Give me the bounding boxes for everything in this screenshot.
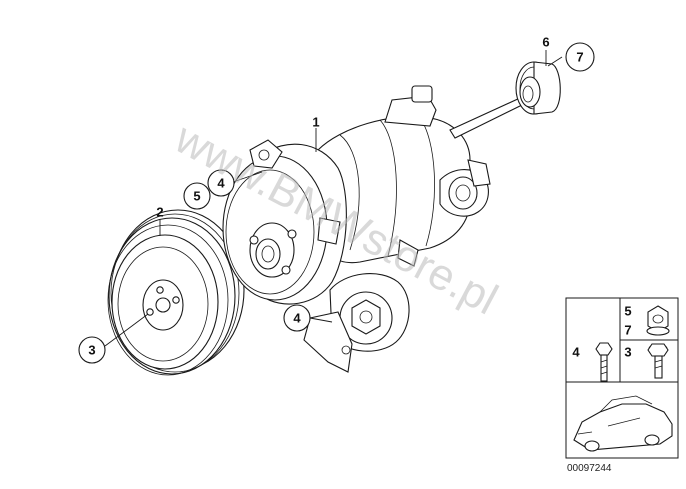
callout-number-pump: 1 — [312, 115, 319, 130]
callout-number-pulley: 2 — [156, 205, 163, 220]
bolt-4-icon — [595, 342, 613, 382]
callout-2: 2 — [156, 205, 163, 220]
callout-number-pulley-bolt: 3 — [88, 343, 95, 358]
callout-1: 1 — [312, 115, 319, 130]
callout-4-upper: 4 — [207, 169, 235, 197]
reservoir-cap — [515, 61, 561, 115]
callout-number-bracket-bolt-upper: 4 — [217, 176, 225, 191]
callout-number-bracket-bolt-lower: 4 — [293, 311, 301, 326]
legend-number-bolt-3: 3 — [624, 345, 631, 360]
hex-nut-icon — [646, 305, 670, 336]
car-thumbnail — [573, 395, 673, 452]
legend-number-nut-7: 7 — [624, 323, 631, 338]
leader-lines — [104, 50, 563, 347]
callout-4-lower: 4 — [283, 304, 311, 332]
bolt-3-icon — [647, 343, 669, 379]
callout-number-washer: 7 — [576, 50, 583, 65]
pulley — [107, 209, 245, 376]
document-number: 00097244 — [567, 463, 612, 474]
power-steering-pump — [222, 85, 525, 373]
callout-number-cap: 6 — [542, 35, 549, 50]
callout-6: 6 — [542, 35, 549, 50]
callout-3: 3 — [78, 336, 106, 364]
legend-number-nut-5: 5 — [624, 304, 631, 319]
callout-5: 5 — [183, 182, 211, 210]
callout-number-nut: 5 — [193, 189, 200, 204]
callout-7: 7 — [565, 42, 595, 72]
legend-number-bolt-4: 4 — [572, 345, 580, 360]
hardware-legend: 5 7 4 3 — [565, 297, 679, 459]
